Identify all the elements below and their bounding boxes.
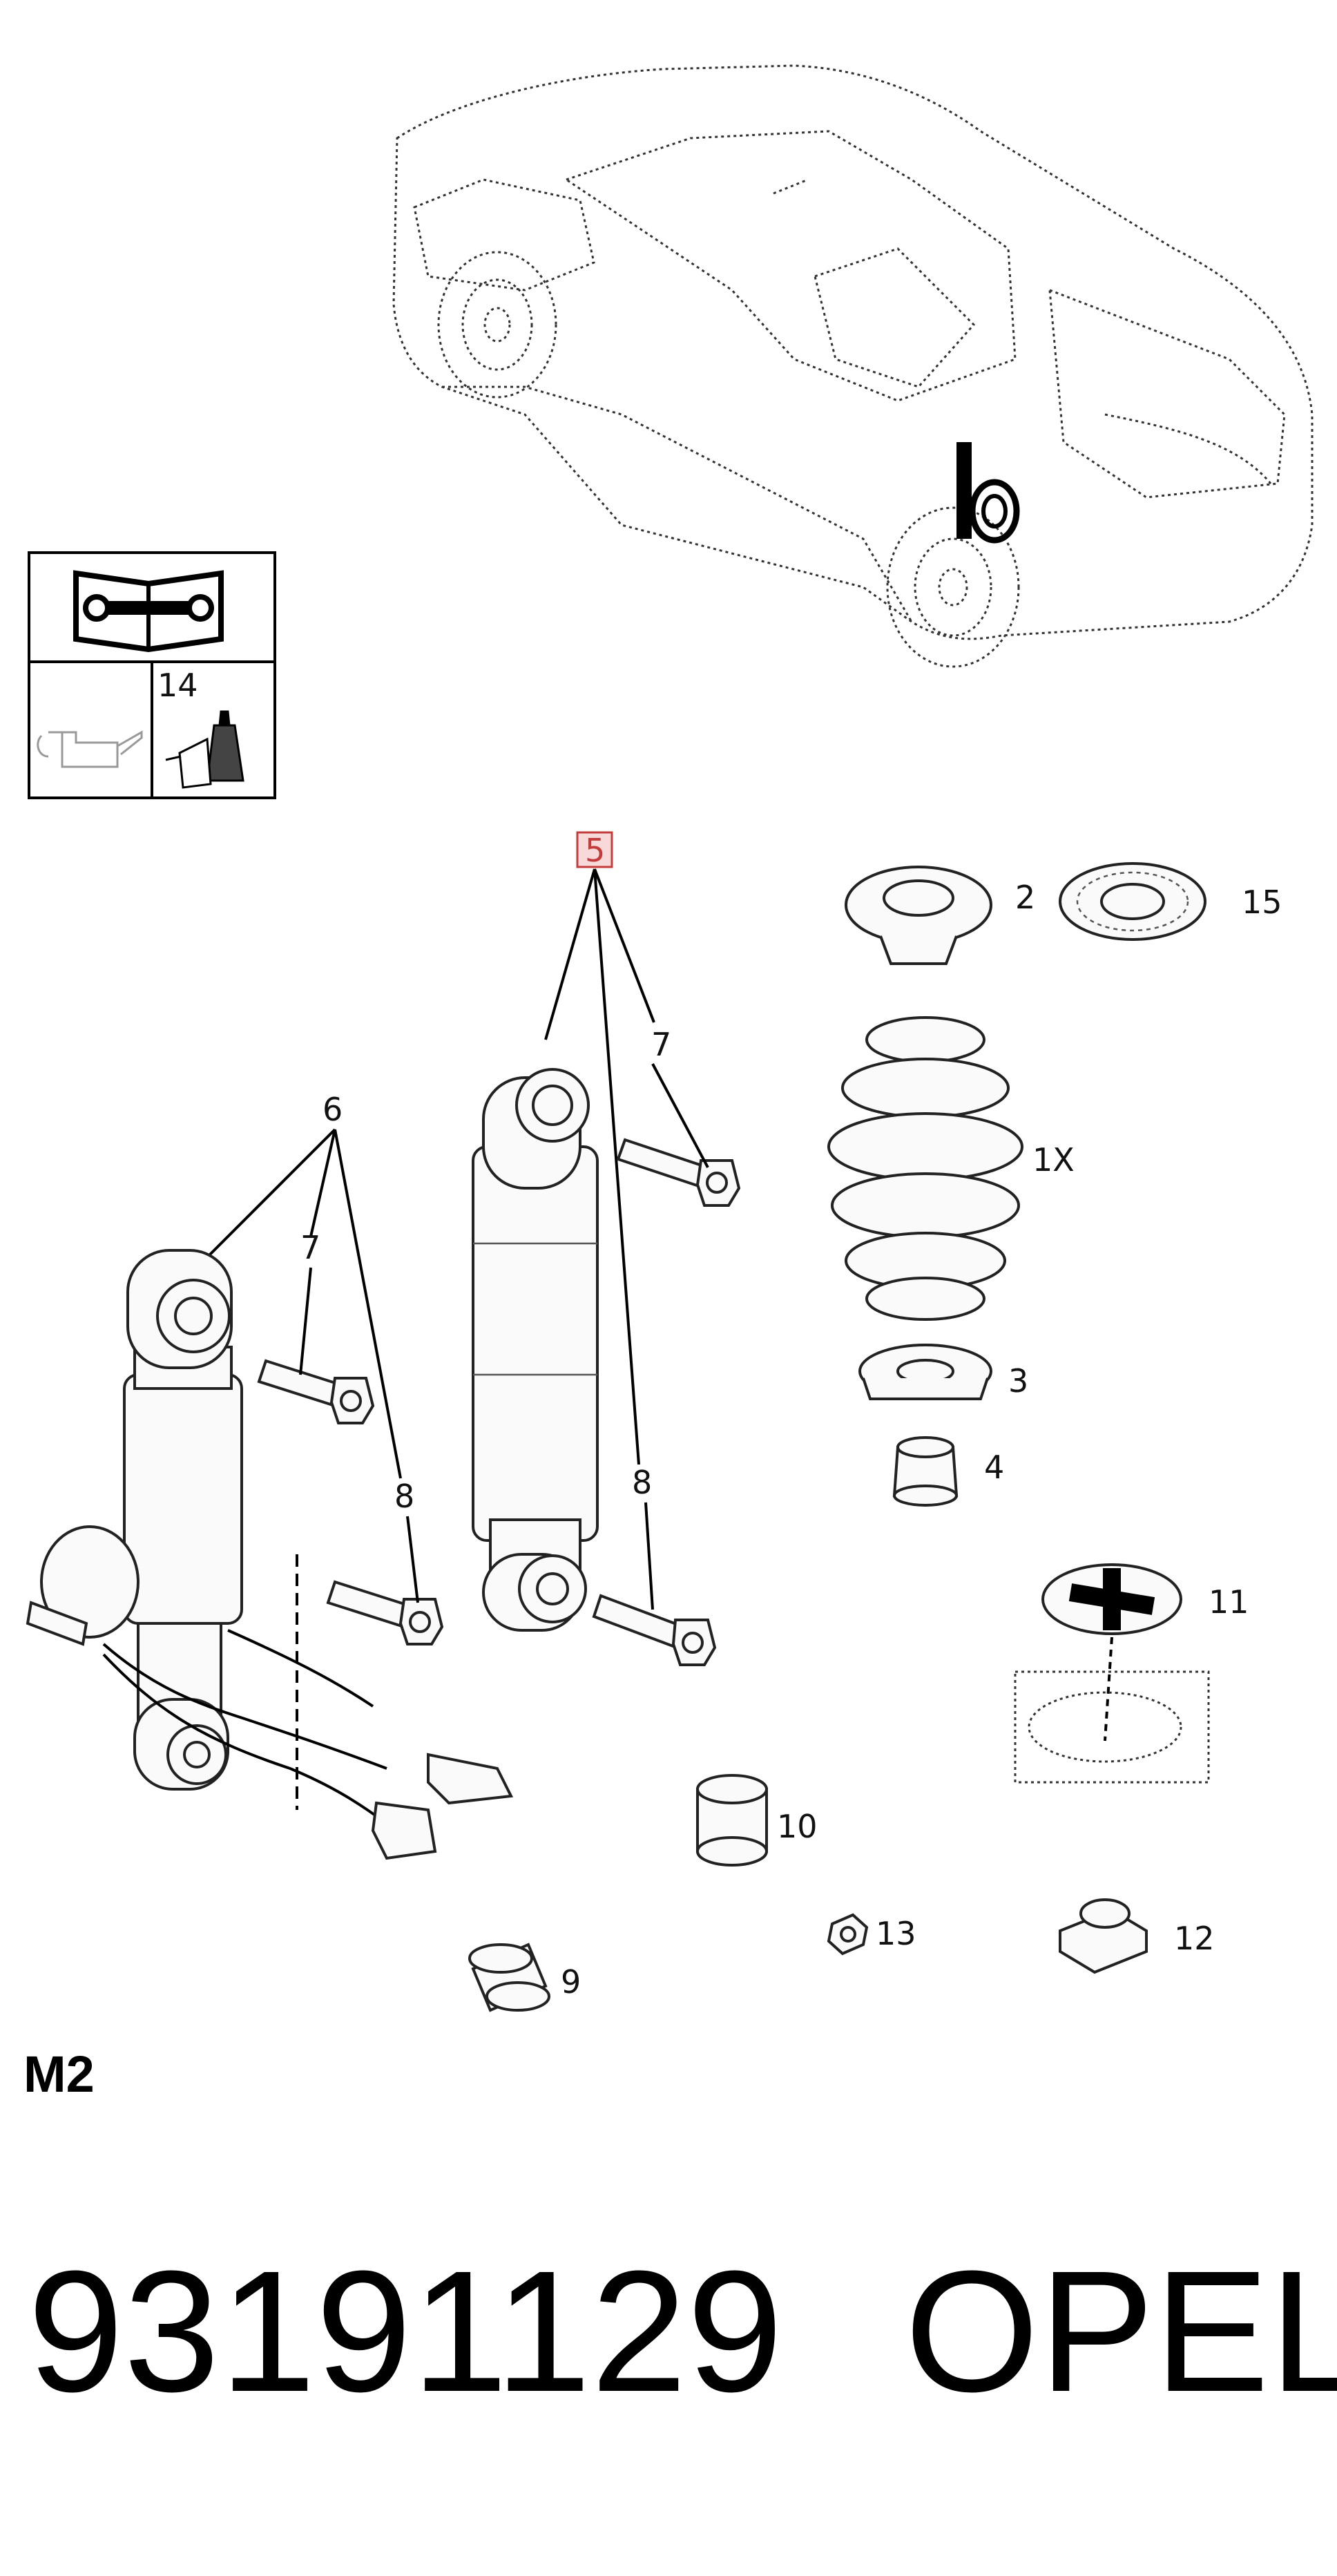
service-info-box: 14 bbox=[28, 551, 276, 799]
front-wheel bbox=[437, 251, 557, 399]
callout-5-group[interactable]: 5 bbox=[576, 831, 613, 869]
bump-stop-cap[interactable] bbox=[858, 1344, 992, 1400]
bolt-8-center[interactable] bbox=[592, 1594, 717, 1666]
leader-lines-5 bbox=[544, 868, 655, 1465]
callout-5: 5 bbox=[585, 832, 605, 869]
callout-4: 4 bbox=[984, 1449, 1004, 1486]
bump-stop[interactable] bbox=[892, 1436, 959, 1507]
callout-8-left: 8 bbox=[394, 1478, 414, 1515]
repair-manual-icon bbox=[73, 570, 224, 653]
callout-1X: 1X bbox=[1032, 1141, 1075, 1179]
spring-insulator[interactable] bbox=[1059, 862, 1206, 941]
callout-8-center: 8 bbox=[632, 1464, 652, 1501]
callout-6: 6 bbox=[323, 1091, 343, 1128]
bushing[interactable] bbox=[696, 1774, 768, 1867]
callout-9: 9 bbox=[561, 1963, 581, 2001]
lubricant-tube-icon bbox=[165, 710, 244, 789]
callout-7-center: 7 bbox=[651, 1026, 671, 1063]
shock-absorber-center[interactable] bbox=[472, 1068, 599, 1632]
bolt-8-left[interactable] bbox=[326, 1580, 444, 1645]
nut[interactable] bbox=[827, 1913, 869, 1956]
callout-12: 12 bbox=[1174, 1920, 1215, 1957]
spring-seat-upper[interactable] bbox=[845, 866, 992, 965]
bolt-7-left[interactable] bbox=[257, 1359, 375, 1424]
protective-cap[interactable] bbox=[1059, 1898, 1148, 1974]
callout-3: 3 bbox=[1008, 1362, 1028, 1400]
callout-2: 2 bbox=[1015, 879, 1035, 916]
section-label: M2 bbox=[23, 2045, 95, 2103]
shock-absorber-left-electronic[interactable] bbox=[26, 1249, 243, 1791]
coil-spring[interactable] bbox=[827, 1016, 1023, 1321]
callout-7-left: 7 bbox=[300, 1229, 320, 1266]
part-number: 93191129 bbox=[28, 2235, 783, 2427]
leader-lines-6 bbox=[199, 1128, 402, 1479]
brand-name: OPEL bbox=[905, 2235, 1337, 2427]
rear-suspension-location-marker bbox=[956, 442, 1020, 544]
rear-wheel bbox=[886, 506, 1020, 668]
callout-10: 10 bbox=[777, 1808, 818, 1845]
callout-15: 15 bbox=[1242, 884, 1282, 921]
sleeve[interactable] bbox=[468, 1943, 550, 2012]
bolt-7-center[interactable] bbox=[616, 1138, 741, 1207]
callout-11: 11 bbox=[1209, 1583, 1249, 1621]
vehicle-outline bbox=[392, 64, 1314, 640]
wiring-harness[interactable] bbox=[102, 1554, 514, 1860]
upper-mount-plate[interactable] bbox=[1014, 1563, 1210, 1784]
callout-14: 14 bbox=[157, 667, 198, 704]
callout-13: 13 bbox=[876, 1915, 916, 1952]
oil-can-icon bbox=[37, 730, 143, 768]
